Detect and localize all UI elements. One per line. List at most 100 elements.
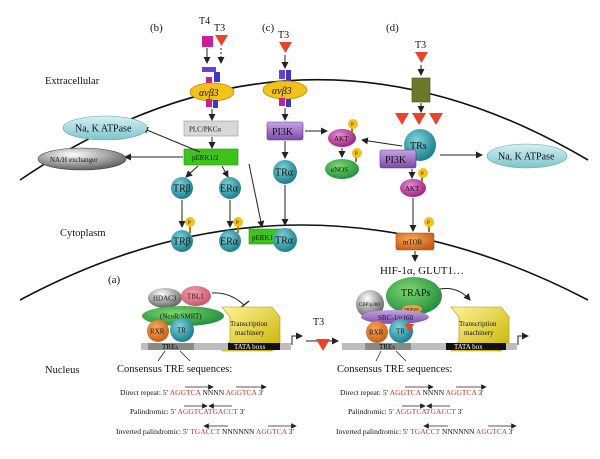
direct-seq-b: AGGTCA bbox=[226, 388, 258, 397]
machinery-left-line1: Transcription bbox=[230, 320, 268, 328]
panel-d-label: (d) bbox=[386, 22, 399, 34]
phospho-stem-eralpha bbox=[237, 225, 239, 233]
t3-bound-3 bbox=[429, 113, 443, 125]
arrow-perk-eralpha bbox=[221, 165, 229, 178]
t3-molecule-b bbox=[215, 35, 228, 46]
direct-seq-b-r: AGGTCA bbox=[446, 388, 478, 397]
drip205-label: DRIP205 bbox=[404, 307, 419, 312]
tres-label-right: TREs bbox=[379, 343, 395, 351]
phospho-stem-akt-d bbox=[421, 176, 423, 182]
t3-label-d: T3 bbox=[415, 40, 426, 51]
transcription-start-right bbox=[517, 332, 529, 345]
nuclear-membrane bbox=[19, 224, 589, 301]
t3-molecule-d bbox=[415, 52, 428, 63]
inverted-palindromic-left: Inverted palindromic: 5′ TGACCT NNNNNN A… bbox=[116, 427, 294, 436]
tata-label-left: TATA boxs bbox=[234, 343, 266, 351]
perk-box bbox=[183, 148, 239, 166]
t3-label-nucleus: T3 bbox=[313, 317, 324, 328]
rxr-node-left bbox=[147, 320, 169, 342]
phospho-akt-c-label: P bbox=[351, 123, 354, 128]
transcription-machinery-left bbox=[221, 306, 281, 352]
er-alpha-nuclear-label: ERα bbox=[220, 237, 239, 248]
palin-three: 3′ bbox=[240, 407, 246, 416]
phospho-eralpha-label: P bbox=[236, 221, 239, 226]
arrow-trs-akt-c bbox=[361, 137, 403, 147]
er-alpha-nuclear-node bbox=[219, 230, 241, 252]
direct-spacer-r: NNNN bbox=[422, 388, 444, 397]
plc-pkc-label: PLC/PKCα bbox=[189, 126, 221, 134]
t3-bound-right bbox=[405, 324, 414, 332]
na-k-atpase-right-label: Na, K ATPase bbox=[498, 152, 555, 163]
direct-seq-a-r: AGGTCA bbox=[390, 388, 422, 397]
rxr-label-left: RXR bbox=[150, 328, 165, 336]
inverted-palindromic-right: Inverted palindromic: 5′ TGACCT NNNNNN A… bbox=[336, 427, 514, 436]
palin-seq: AGGTCATGACCT bbox=[177, 407, 238, 416]
phospho-stem-enos bbox=[355, 156, 357, 162]
mtor-label: mTOR bbox=[403, 239, 423, 247]
pointer-tres-right-2 bbox=[395, 350, 407, 362]
integrin-receptor-c bbox=[262, 70, 308, 107]
src1-p160-label: SRC-1/p160 bbox=[378, 314, 414, 322]
direct-repeat-left: Direct repeat: 5′ AGGTCA NNNN AGGTCA 3′ bbox=[120, 388, 264, 397]
direct-label: Direct repeat: 5′ bbox=[120, 388, 169, 397]
consensus-heading-left: Consensus TRE sequences: bbox=[117, 364, 232, 375]
tr-beta-nuclear-label: TRβ bbox=[173, 237, 191, 248]
cbp-p300-node bbox=[356, 290, 384, 318]
tr-label-left: TR bbox=[177, 327, 186, 335]
tr-alpha-node bbox=[273, 160, 297, 184]
inv-seq-a-r: TGACCT bbox=[410, 427, 440, 436]
hdac3-node bbox=[148, 288, 182, 308]
rxr-label-right: RXR bbox=[369, 329, 384, 337]
direct-spacer: NNNN bbox=[202, 388, 224, 397]
phospho-trbeta-label: P bbox=[188, 221, 191, 226]
machinery-right-line1: Transcription bbox=[459, 320, 497, 328]
t3-bound-1 bbox=[395, 113, 409, 125]
phospho-mtor-label: P bbox=[427, 221, 430, 226]
mtor-box bbox=[395, 232, 435, 251]
machinery-right-line2: machinery bbox=[464, 329, 494, 337]
direct-seq-a: AGGTCA bbox=[170, 388, 202, 397]
dna-strand-left bbox=[141, 343, 291, 350]
phospho-stem-mtor bbox=[428, 225, 430, 232]
rxr-node-right bbox=[366, 321, 388, 343]
panel-c-label: (c) bbox=[262, 22, 275, 34]
phospho-akt-c bbox=[348, 119, 358, 129]
inv-three: 3′ bbox=[289, 427, 295, 436]
phospho-mtor bbox=[424, 217, 434, 227]
extracellular-label: Extracellular bbox=[45, 76, 100, 87]
enos-node bbox=[325, 159, 359, 179]
ncor-smrt-label: (NcoR/SMRT) bbox=[160, 313, 202, 321]
tr-beta-label: TRβ bbox=[173, 184, 191, 195]
pi3k-box-d bbox=[379, 149, 417, 169]
palin-label-r: Palindromic: 5′ bbox=[348, 407, 394, 416]
pointer-tres-left-2 bbox=[179, 350, 191, 362]
activation-arrow bbox=[439, 288, 471, 301]
panel-a-label: (a) bbox=[108, 274, 121, 286]
palin-three-r: 3′ bbox=[458, 407, 464, 416]
direct-three-r: 3′ bbox=[478, 388, 484, 397]
t4-molecule bbox=[202, 36, 213, 47]
tr-label-right: TR bbox=[396, 328, 405, 336]
tata-box-left bbox=[228, 343, 280, 350]
integrin-label-c: αvβ3 bbox=[272, 86, 292, 97]
plc-pkc-box bbox=[183, 120, 239, 137]
tr-alpha-nuclear-node bbox=[273, 228, 297, 252]
perk-label: pERK1/2 bbox=[192, 154, 219, 162]
tr-node-left bbox=[170, 318, 194, 342]
direct-three: 3′ bbox=[258, 388, 264, 397]
tbl1-label: TBL1 bbox=[187, 293, 204, 301]
integrin-receptor-b bbox=[189, 67, 235, 108]
arrow-perk-down bbox=[248, 163, 265, 228]
tbl1-node bbox=[181, 286, 211, 306]
traps-label: TRAPs bbox=[401, 288, 431, 299]
palin-seq-r: AGGTCATGACCT bbox=[395, 407, 456, 416]
integrin-label-b: αvβ3 bbox=[199, 88, 219, 99]
direct-label-r: Direct repeat: 5′ bbox=[340, 388, 389, 397]
arrow-perk-atpase bbox=[141, 127, 201, 153]
panel-b-label: (b) bbox=[150, 22, 163, 34]
akt-node-d bbox=[400, 179, 426, 197]
phospho-trbeta bbox=[185, 217, 195, 227]
inv-spacer: NNNNNN bbox=[222, 427, 255, 436]
t3-label-c: T3 bbox=[278, 30, 289, 41]
phospho-enos-label: P bbox=[355, 152, 358, 157]
